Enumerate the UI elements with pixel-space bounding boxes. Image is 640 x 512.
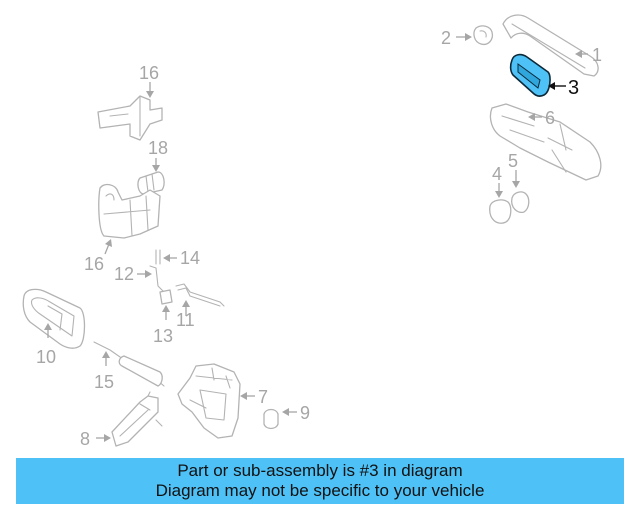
callout-15: 15 [94,372,114,392]
callout-1: 1 [592,45,602,65]
part-1-outside-handle: 1 [502,14,602,77]
part-11-rod: 11 [175,283,225,330]
callout-7: 7 [258,387,268,407]
part-18-stopper: 18 [137,138,168,195]
callout-9: 9 [300,403,310,423]
part-3-highlighted: 3 [509,53,579,99]
part-15-cable: 15 [93,341,165,392]
callout-16: 16 [139,63,159,83]
exploded-parts-diagram: 1 2 3 6 [22,14,602,449]
callout-8: 8 [80,429,90,449]
banner-line-1: Part or sub-assembly is #3 in diagram [177,461,463,480]
part-5-cap: 5 [508,151,530,214]
banner-line-2: Diagram may not be specific to your vehi… [155,481,485,500]
callout-10: 10 [36,347,56,367]
part-12-rod: 12 [114,264,165,293]
callout-6: 6 [545,108,555,128]
part-14-clip: 14 [155,248,200,268]
part-8-bracket: 8 [80,391,163,449]
callout-18: 18 [148,138,168,158]
part-2-gasket: 2 [441,25,494,48]
callout-13: 13 [153,326,173,346]
part-13-clip: 13 [153,289,173,346]
part-4-cap: 4 [489,164,512,224]
callout-4: 4 [492,164,502,184]
part-10-inside-handle: 10 [22,288,86,367]
info-banner: Part or sub-assembly is #3 in diagram Di… [16,458,624,504]
part-17-hinge: 16 [84,183,161,274]
part-9-striker: 9 [263,403,310,430]
part-16-hinge: 16 [97,63,163,141]
callout-14: 14 [180,248,200,268]
part-7-latch: 7 [177,363,268,439]
callout-17: 16 [84,254,104,274]
callout-5: 5 [508,151,518,171]
callout-12: 12 [114,264,134,284]
callout-11: 11 [176,310,195,330]
callout-3: 3 [568,77,579,99]
callout-2: 2 [441,28,451,48]
part-6-handle-carrier: 6 [489,103,602,181]
